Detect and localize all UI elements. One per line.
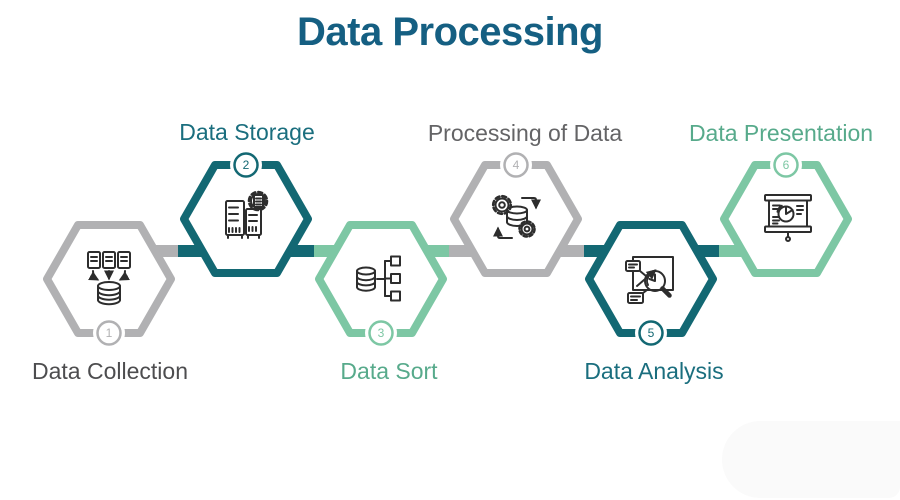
badge-number: 3: [378, 326, 385, 340]
step-number-badge: 3: [365, 317, 397, 349]
hexagon: [720, 161, 852, 277]
step-number-badge: 4: [500, 149, 532, 181]
step-processing-of-data: 4 Processing of Data: [428, 120, 623, 277]
step-data-collection: 1 Data Collection: [32, 221, 188, 384]
chart-magnifier-icon: [625, 256, 674, 304]
step-label: Data Sort: [340, 358, 438, 384]
step-label: Data Storage: [179, 119, 315, 145]
step-number-badge: 2: [230, 149, 262, 181]
step-data-presentation: 6 Data Presentation: [689, 120, 873, 277]
badge-ring: [638, 320, 664, 346]
step-label: Data Presentation: [689, 120, 873, 146]
step-data-analysis: 5 Data Analysis: [584, 221, 724, 384]
server-racks-gear-icon: [225, 190, 269, 239]
badge-ring: [233, 152, 259, 178]
documents-to-database-icon: [87, 251, 131, 306]
watermark-blob: [722, 421, 900, 498]
step-label: Processing of Data: [428, 120, 623, 146]
badge-number: 4: [513, 158, 520, 172]
step-number-badge: 6: [770, 149, 802, 181]
presentation-pie-chart-icon: [764, 194, 812, 242]
database-sort-tree-icon: [356, 255, 401, 302]
badge-ring: [96, 320, 122, 346]
badge-number: 2: [243, 158, 250, 172]
badge-ring: [368, 320, 394, 346]
badge-number: 1: [106, 326, 113, 340]
badge-ring: [503, 152, 529, 178]
page-title: Data Processing: [297, 10, 603, 54]
badge-number: 6: [783, 158, 790, 172]
step-label: Data Collection: [32, 358, 188, 384]
step-number-badge: 5: [635, 317, 667, 349]
step-data-storage: 2 Data Storage: [179, 119, 315, 277]
step-label: Data Analysis: [584, 358, 723, 384]
badge-ring: [773, 152, 799, 178]
step-number-badge: 1: [93, 317, 125, 349]
gears-database-cycle-icon: [491, 194, 541, 239]
step-data-sort: 3 Data Sort: [315, 221, 447, 384]
badge-number: 5: [648, 326, 655, 340]
